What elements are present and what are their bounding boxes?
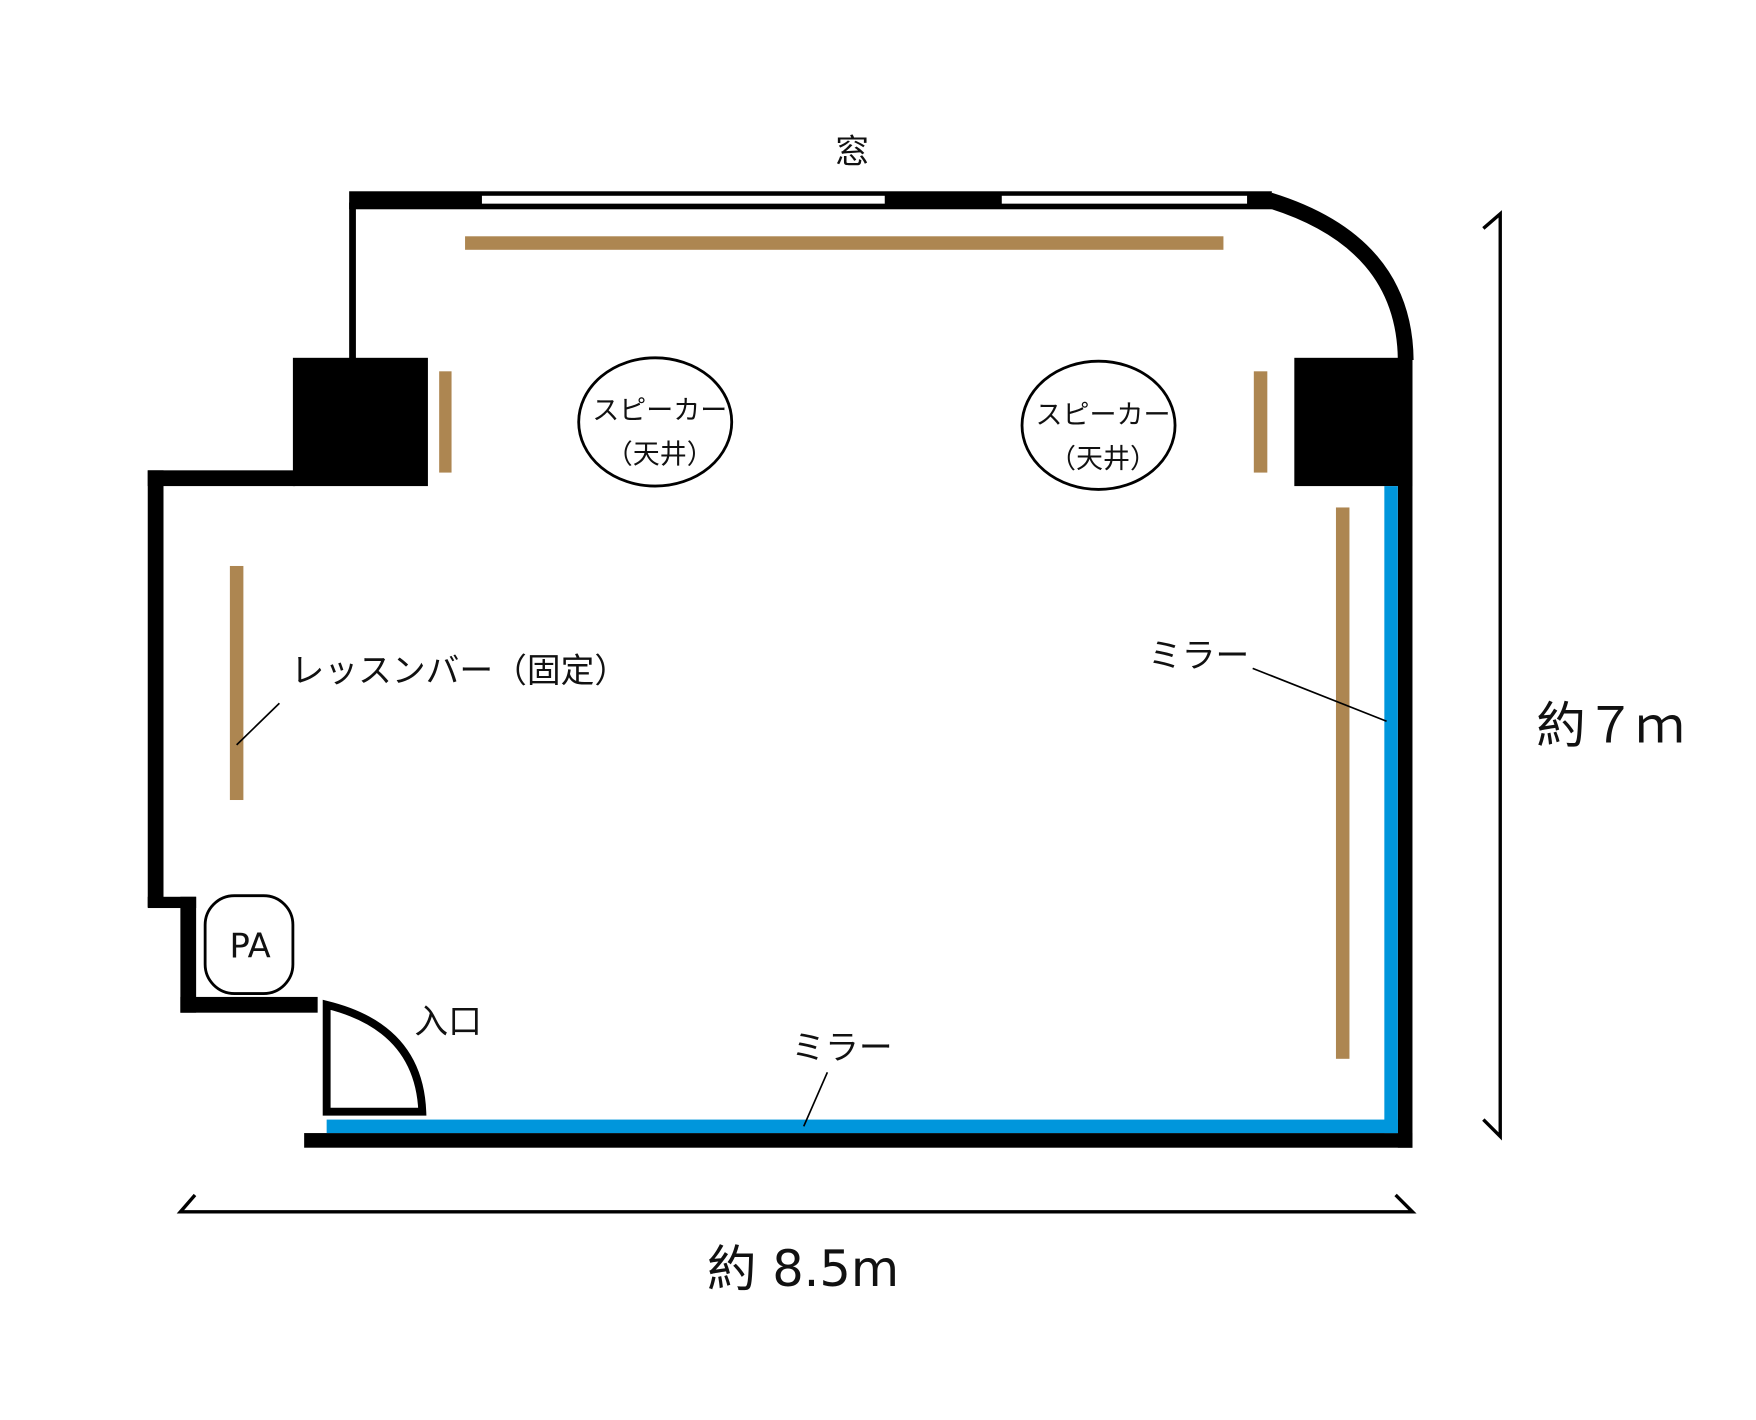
entrance-label: 入口 <box>414 1002 482 1041</box>
left-wall <box>147 470 164 907</box>
mirror-right-leader <box>1252 667 1387 723</box>
bar-right <box>1335 507 1350 1059</box>
lesson-bar-label: レッスンバー（固定） <box>291 651 629 690</box>
upper-left-wall <box>349 202 356 361</box>
bottom-wall <box>304 1133 1413 1148</box>
entrance-wall <box>180 996 318 1013</box>
width-dimension-line <box>176 1193 1417 1214</box>
height-dimension-line <box>1482 210 1502 1141</box>
pillar-left <box>292 357 428 487</box>
lesson-bar-left <box>229 565 244 801</box>
lesson-bar-leader <box>236 702 280 746</box>
speaker-right <box>1020 359 1177 491</box>
mirror-right-label: ミラー <box>1148 636 1249 675</box>
window-right <box>1001 195 1248 204</box>
width-dimension-label: 約 8.5m <box>707 1240 899 1298</box>
window-left <box>481 195 885 204</box>
speaker-left <box>577 356 734 488</box>
speaker-left-sublabel: （天井） <box>606 440 714 471</box>
mirror-bottom <box>326 1119 1398 1134</box>
pillar-right <box>1294 357 1413 487</box>
curved-corner-wall <box>1267 192 1414 361</box>
mirror-bottom-leader <box>802 1071 829 1127</box>
right-wall <box>1397 357 1413 1148</box>
entrance-door <box>322 999 427 1116</box>
window-label: 窓 <box>835 132 869 171</box>
left-wall-top <box>147 470 296 487</box>
bar-left-pillar <box>439 371 452 473</box>
speaker-right-sublabel: （天井） <box>1049 444 1157 475</box>
speaker-right-label: スピーカー <box>1036 400 1171 431</box>
mirror-bottom-label: ミラー <box>791 1028 892 1067</box>
left-wall-step <box>147 896 197 909</box>
bar-right-pillar <box>1253 371 1268 473</box>
pa-box <box>203 894 295 995</box>
pa-label: PA <box>229 927 270 966</box>
speaker-left-label: スピーカー <box>592 396 727 427</box>
mirror-right <box>1384 486 1398 1134</box>
left-wall-lower <box>180 896 197 1013</box>
height-dimension-label: 約７ｍ <box>1536 697 1685 755</box>
bar-top <box>465 236 1224 250</box>
